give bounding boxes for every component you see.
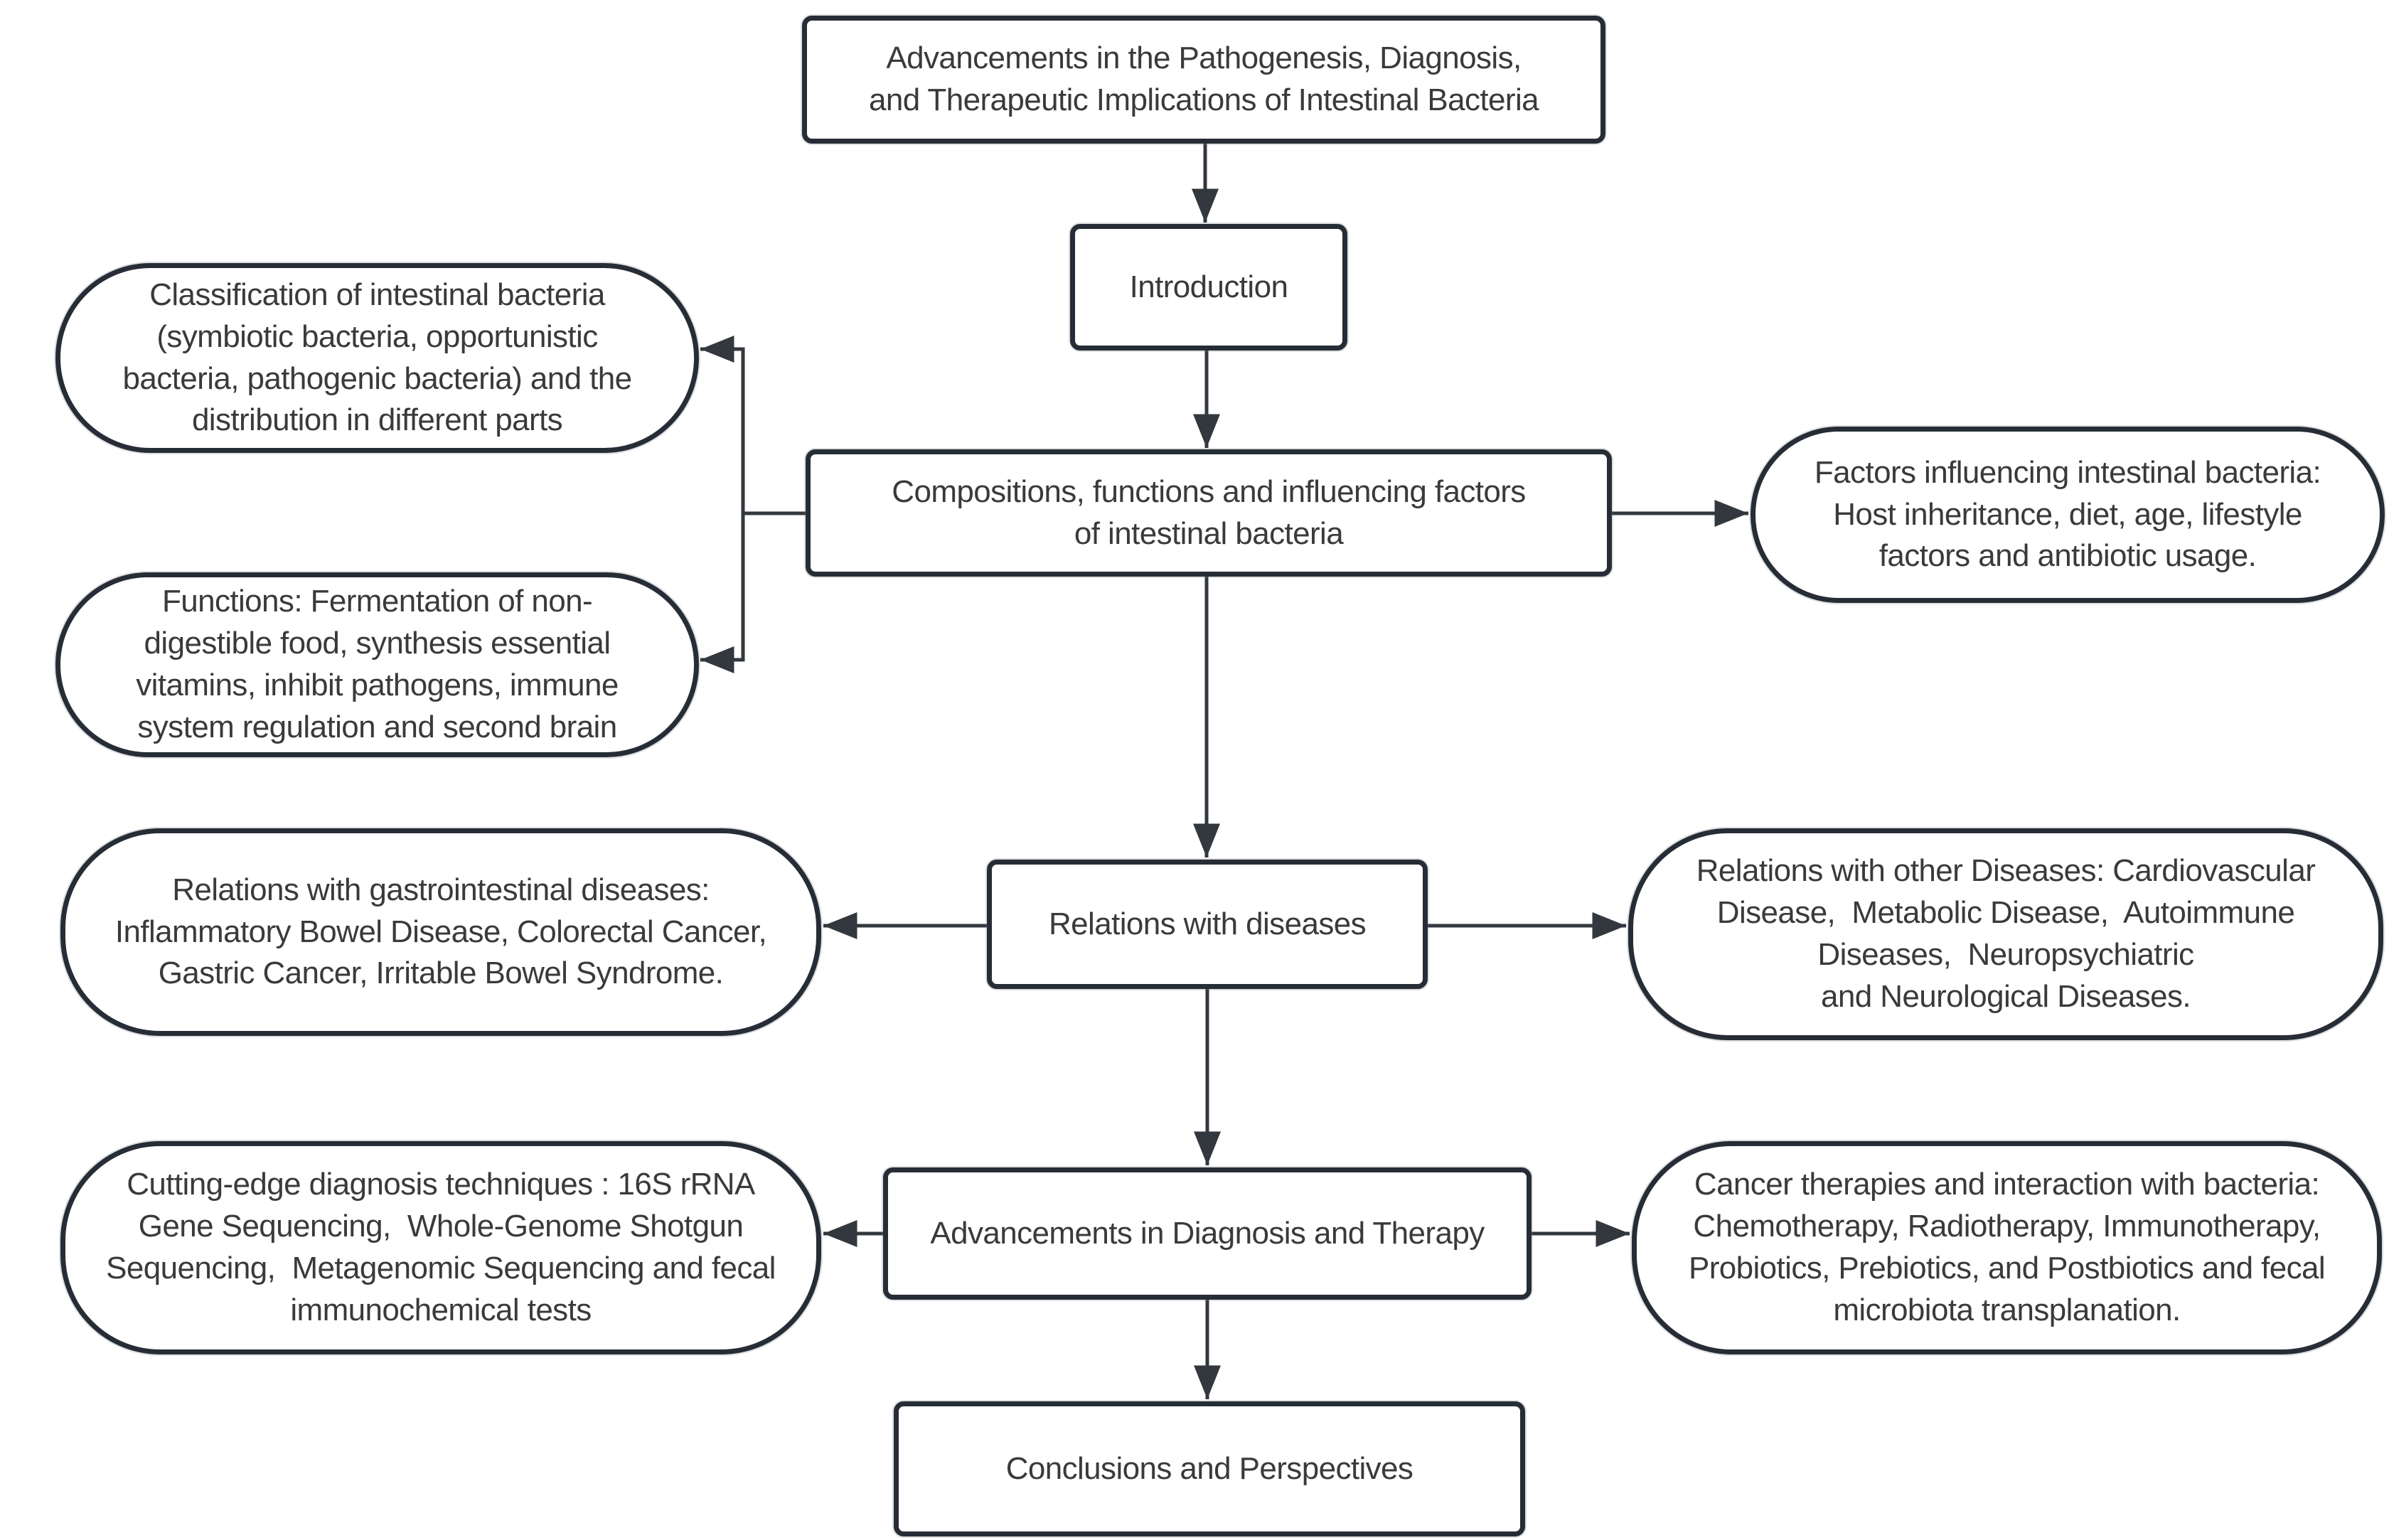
node-label-introduction: Introduction — [1129, 269, 1288, 304]
node-gastro-diseases: Relations with gastrointestinal diseases… — [60, 828, 821, 1036]
node-label-gastro-diseases: Relations with gastrointestinal diseases… — [114, 872, 767, 991]
node-label-factors: Factors influencing intestinal bacteria:… — [1814, 454, 2321, 574]
node-title: Advancements in the Pathogenesis, Diagno… — [802, 16, 1605, 144]
node-compositions: Compositions, functions and influencing … — [806, 449, 1612, 577]
connector-compositions-to-functions — [700, 513, 745, 673]
node-label-cutting-edge: Cutting-edge diagnosis techniques : 16S … — [106, 1167, 776, 1327]
node-label-advancements-dx: Advancements in Diagnosis and Therapy — [930, 1215, 1485, 1251]
node-label-other-diseases: Relations with other Diseases: Cardiovas… — [1696, 853, 2316, 1014]
node-advancements-dx: Advancements in Diagnosis and Therapy — [883, 1167, 1532, 1300]
node-label-cancer-therapies: Cancer therapies and interaction with ba… — [1688, 1167, 2326, 1327]
node-other-diseases: Relations with other Diseases: Cardiovas… — [1628, 828, 2383, 1040]
node-introduction: Introduction — [1070, 224, 1347, 351]
node-label-compositions: Compositions, functions and influencing … — [892, 474, 1526, 551]
connector-compositions-to-classification — [700, 336, 806, 515]
node-label-functions: Functions: Fermentation of non- digestib… — [136, 584, 619, 744]
node-cutting-edge: Cutting-edge diagnosis techniques : 16S … — [60, 1141, 821, 1354]
node-classification: Classification of intestinal bacteria (s… — [55, 263, 699, 453]
node-label-conclusions: Conclusions and Perspectives — [1005, 1450, 1413, 1486]
node-label-title: Advancements in the Pathogenesis, Diagno… — [868, 41, 1539, 117]
node-cancer-therapies: Cancer therapies and interaction with ba… — [1632, 1141, 2382, 1354]
node-relations: Relations with diseases — [987, 860, 1428, 989]
node-conclusions: Conclusions and Perspectives — [894, 1401, 1525, 1536]
node-factors: Factors influencing intestinal bacteria:… — [1751, 427, 2385, 603]
node-label-classification: Classification of intestinal bacteria (s… — [122, 277, 633, 438]
node-functions: Functions: Fermentation of non- digestib… — [55, 572, 699, 757]
node-label-relations: Relations with diseases — [1049, 906, 1367, 941]
